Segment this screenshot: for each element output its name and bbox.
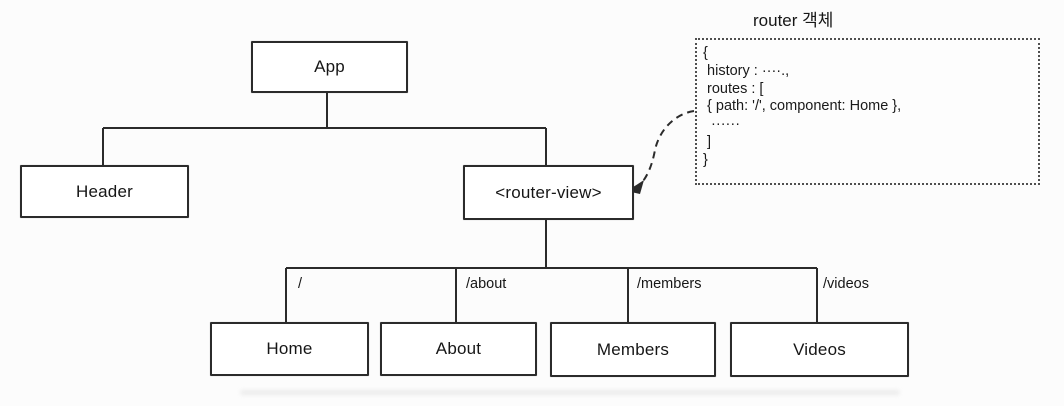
node-router-view-label: <router-view> (495, 182, 602, 202)
code-line: routes : [ (703, 80, 764, 97)
node-members-label: Members (596, 339, 670, 359)
node-home: Home (210, 322, 369, 376)
code-line: { (703, 45, 708, 61)
edge-label-members-path: /members (637, 276, 702, 292)
dashed-arrow (637, 110, 695, 188)
node-header: Header (20, 165, 189, 218)
code-line: } (703, 151, 708, 168)
router-object-panel-title: router 객체 (753, 11, 834, 30)
node-about: About (380, 322, 537, 376)
code-line: history : ····., (703, 62, 790, 79)
node-about-label: About (435, 339, 482, 358)
node-app-label: App (314, 57, 345, 76)
router-object-code: { history : ····., routes : [ { path: '/… (703, 45, 901, 170)
node-videos-label: Videos (793, 339, 846, 359)
node-router-view: <router-view> (463, 165, 634, 220)
edge-label-videos-path: /videos (823, 276, 869, 292)
node-home-label: Home (266, 339, 313, 358)
node-members: Members (550, 322, 716, 377)
scan-artifact (240, 390, 900, 395)
code-line: ······ (703, 116, 741, 133)
edge-label-home-path: / (298, 276, 303, 292)
node-header-label: Header (76, 181, 133, 201)
node-app: App (251, 41, 408, 93)
node-videos: Videos (730, 322, 909, 377)
code-line: { path: '/', component: Home }, (703, 98, 902, 115)
router-object-panel (695, 38, 1040, 185)
edge-label-about-path: /about (466, 276, 507, 292)
code-line: ] (703, 133, 712, 150)
